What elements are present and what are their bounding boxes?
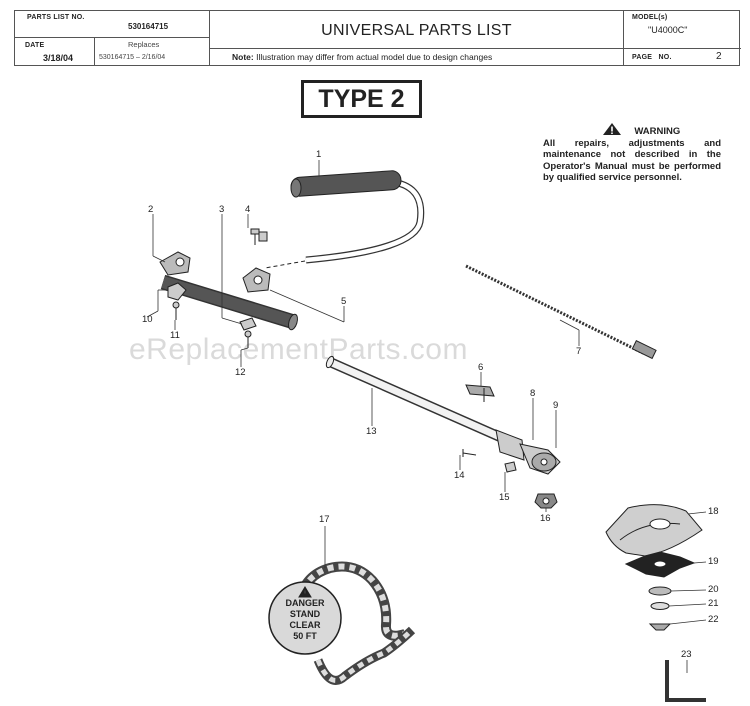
- warning-title-row: WARNING: [561, 122, 721, 138]
- callout-11: 11: [170, 330, 180, 341]
- part-hub-19: [624, 551, 696, 578]
- part-handle-bar: [290, 170, 425, 264]
- callout-4: 4: [245, 204, 251, 215]
- part-nut-16: [534, 493, 558, 509]
- callout-20: 20: [708, 584, 719, 595]
- danger-sign-line2: STAND: [289, 609, 321, 619]
- callout-7: 7: [576, 346, 582, 357]
- leader-lines: [146, 160, 707, 673]
- callout-13: 13: [366, 426, 377, 437]
- parts-list-number: 530164715: [128, 22, 169, 31]
- model-cell: MODEL(s) "U4000C": [623, 11, 741, 49]
- watermark: eReplacementParts.com: [129, 333, 468, 366]
- model-label: MODEL(s): [632, 14, 668, 21]
- part-flex-shaft-7: [465, 264, 657, 360]
- callout-23: 23: [681, 649, 692, 660]
- part-clamp-5: [242, 267, 271, 293]
- part-shoulder-strap-17: [268, 561, 416, 685]
- part-12: [239, 317, 257, 348]
- warning-title: WARNING: [634, 126, 681, 137]
- danger-sign: DANGER STAND CLEAR 50 FT: [274, 598, 336, 642]
- callout-3: 3: [219, 204, 225, 215]
- part-10: [167, 282, 187, 301]
- part-clamp-2: [159, 251, 191, 276]
- danger-sign-line3: CLEAR: [289, 620, 321, 630]
- part-15: [504, 461, 517, 473]
- page-no-label: PAGE NO.: [632, 54, 672, 61]
- callout-14: 14: [454, 470, 465, 481]
- callout-22: 22: [708, 614, 719, 625]
- callout-2: 2: [148, 204, 154, 215]
- callout-18: 18: [708, 506, 719, 517]
- callout-19: 19: [708, 556, 719, 567]
- part-washer-20: [648, 586, 672, 596]
- part-pin-14: [462, 449, 477, 457]
- date-cell: DATE 3/18/04: [15, 38, 95, 66]
- part-hex-wrench-23: [665, 660, 706, 702]
- part-screw-11: [172, 301, 180, 320]
- date-label: DATE: [25, 42, 45, 49]
- callout-12: 12: [235, 367, 246, 378]
- callout-10: 10: [142, 314, 153, 325]
- header-table: PARTS LIST NO. 530164715 DATE 3/18/04 Re…: [14, 10, 741, 66]
- page-no-value: 2: [716, 51, 722, 62]
- part-washer-21: [650, 602, 670, 610]
- callout-21: 21: [708, 598, 719, 609]
- page-no-cell: PAGE NO. 2: [623, 49, 741, 66]
- callout-17: 17: [319, 514, 330, 525]
- date-value: 3/18/04: [43, 53, 74, 63]
- callout-15: 15: [499, 492, 510, 503]
- note-text: Note: Illustration may differ from actua…: [232, 52, 492, 62]
- part-nut-22: [648, 623, 672, 631]
- replaces-cell: Replaces 530164715 – 2/16/04: [95, 38, 210, 66]
- callout-8: 8: [530, 388, 536, 399]
- part-drive-tube-13: [325, 355, 503, 442]
- note-label: Note:: [232, 52, 254, 62]
- part-screw-4: [250, 228, 268, 245]
- warning-text: All repairs, adjustments and maintenance…: [543, 137, 721, 184]
- danger-sign-line4: 50 FT: [293, 631, 317, 641]
- parts-list-label: PARTS LIST NO.: [27, 14, 85, 21]
- callout-9: 9: [553, 400, 559, 411]
- part-gear-head-8: [495, 429, 561, 475]
- callout-16: 16: [540, 513, 551, 524]
- warning-triangle-icon: [602, 123, 621, 135]
- replaces-label: Replaces: [128, 40, 160, 49]
- page-title: UNIVERSAL PARTS LIST: [321, 22, 512, 39]
- callout-6: 6: [478, 362, 484, 373]
- danger-sign-line1: DANGER: [285, 598, 325, 608]
- type-label: TYPE 2: [301, 80, 422, 118]
- replaces-value: 530164715 – 2/16/04: [99, 54, 166, 61]
- part-6: [465, 384, 495, 402]
- parts-list-cell: PARTS LIST NO. 530164715: [15, 11, 210, 38]
- warning-block: WARNING All repairs, adjustments and mai…: [543, 122, 721, 184]
- callout-5: 5: [341, 296, 347, 307]
- title-cell: UNIVERSAL PARTS LIST: [210, 11, 623, 49]
- note-body: Illustration may differ from actual mode…: [256, 52, 493, 62]
- model-value: "U4000C": [648, 25, 688, 35]
- callout-1: 1: [316, 149, 322, 160]
- part-guard-18: [605, 504, 703, 557]
- note-cell: Note: Illustration may differ from actua…: [210, 49, 623, 66]
